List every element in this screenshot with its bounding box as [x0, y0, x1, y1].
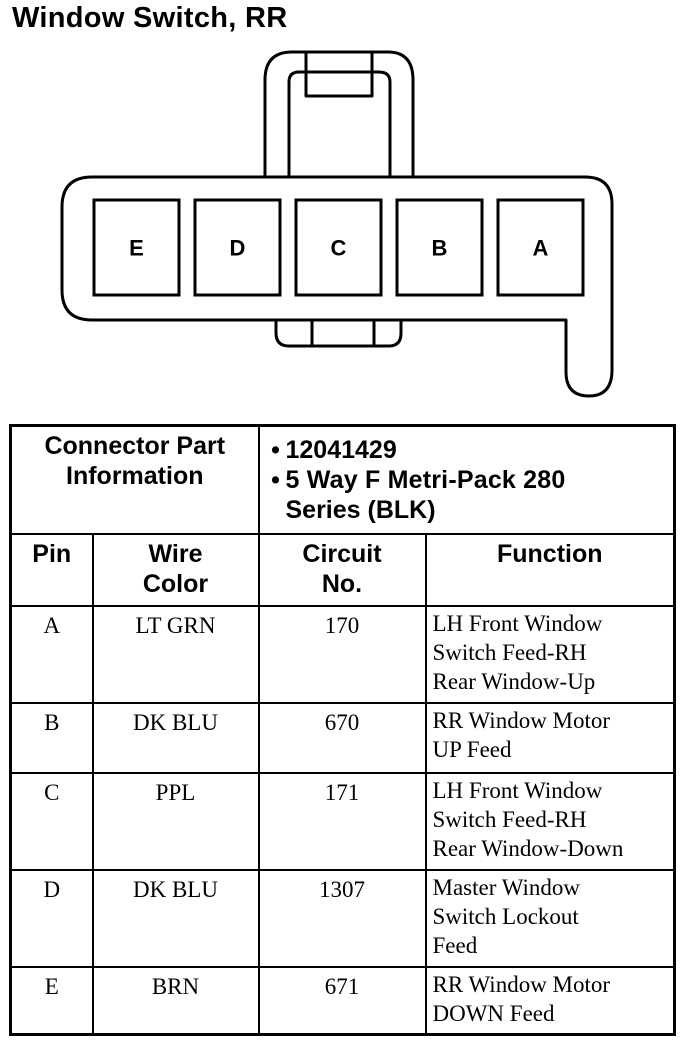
function-line: LH Front Window: [432, 610, 603, 636]
function-line: Switch Lockout: [432, 903, 579, 929]
part-description-cont: Series (BLK): [285, 496, 436, 524]
wire-color-cell: PPL: [91, 771, 260, 871]
pin-cavity-c: [294, 198, 383, 297]
function-line: RR Window Motor: [432, 971, 611, 997]
function-line: Switch Feed-RH: [432, 639, 587, 665]
circuit-cell: 1307: [257, 868, 427, 968]
col-header-function: Function: [424, 532, 676, 607]
part-number: •12041429: [271, 436, 397, 464]
pin-cavity-a: [496, 198, 585, 297]
part-info-values: •12041429 •5 Way F Metri-Pack 280 Series…: [257, 424, 676, 535]
function-line: Rear Window-Down: [432, 835, 624, 861]
wire-color-cell: DK BLU: [91, 701, 260, 774]
connector-key: [274, 320, 403, 348]
pin-cavity-b: [395, 198, 484, 297]
function-line: RR Window Motor: [432, 707, 611, 733]
pin-cell: B: [9, 701, 94, 774]
function-line: Feed: [432, 932, 478, 958]
function-line: Master Window: [432, 874, 581, 900]
part-info-label-line2: Information: [66, 462, 204, 490]
wire-color-cell: BRN: [91, 965, 260, 1036]
circuit-cell: 670: [257, 701, 427, 774]
function-line: Switch Feed-RH: [432, 806, 587, 832]
wire-color-cell: DK BLU: [91, 868, 260, 968]
pin-label-a: A: [533, 236, 549, 261]
part-info-label-line1: Connector Part: [44, 432, 226, 460]
col-header-pin: Pin: [9, 532, 94, 607]
pin-cavity-d: [193, 198, 282, 297]
page-title: Window Switch, RR: [12, 2, 288, 34]
pin-cavity-e: [92, 198, 181, 297]
pin-cell: D: [9, 868, 94, 968]
function-line: Rear Window-Up: [432, 668, 596, 694]
function-line: LH Front Window: [432, 777, 603, 803]
part-description: •5 Way F Metri-Pack 280: [271, 466, 566, 494]
pin-label-b: B: [432, 236, 448, 261]
wire-color-cell: LT GRN: [91, 604, 260, 704]
pin-label-e: E: [129, 236, 144, 261]
circuit-cell: 171: [257, 771, 427, 871]
pin-label-d: D: [230, 236, 246, 261]
pin-label-c: C: [331, 236, 347, 261]
circuit-cell: 170: [257, 604, 427, 704]
connector-latch-tab: [304, 50, 374, 98]
circuit-cell: 671: [257, 965, 427, 1036]
function-cell: RR Window Motor UP Feed: [424, 701, 676, 774]
pin-cell: A: [9, 604, 94, 704]
pin-cell: E: [9, 965, 94, 1036]
part-info-label: Connector Part Information: [9, 424, 260, 535]
connector-body: [60, 175, 614, 398]
connector-info-table: Connector Part Information •12041429 •5 …: [9, 424, 676, 1036]
part-info-row: Connector Part Information •12041429 •5 …: [9, 424, 676, 535]
function-line: UP Feed: [432, 736, 512, 762]
pin-cell: C: [9, 771, 94, 871]
function-line: DOWN Feed: [432, 1000, 555, 1026]
